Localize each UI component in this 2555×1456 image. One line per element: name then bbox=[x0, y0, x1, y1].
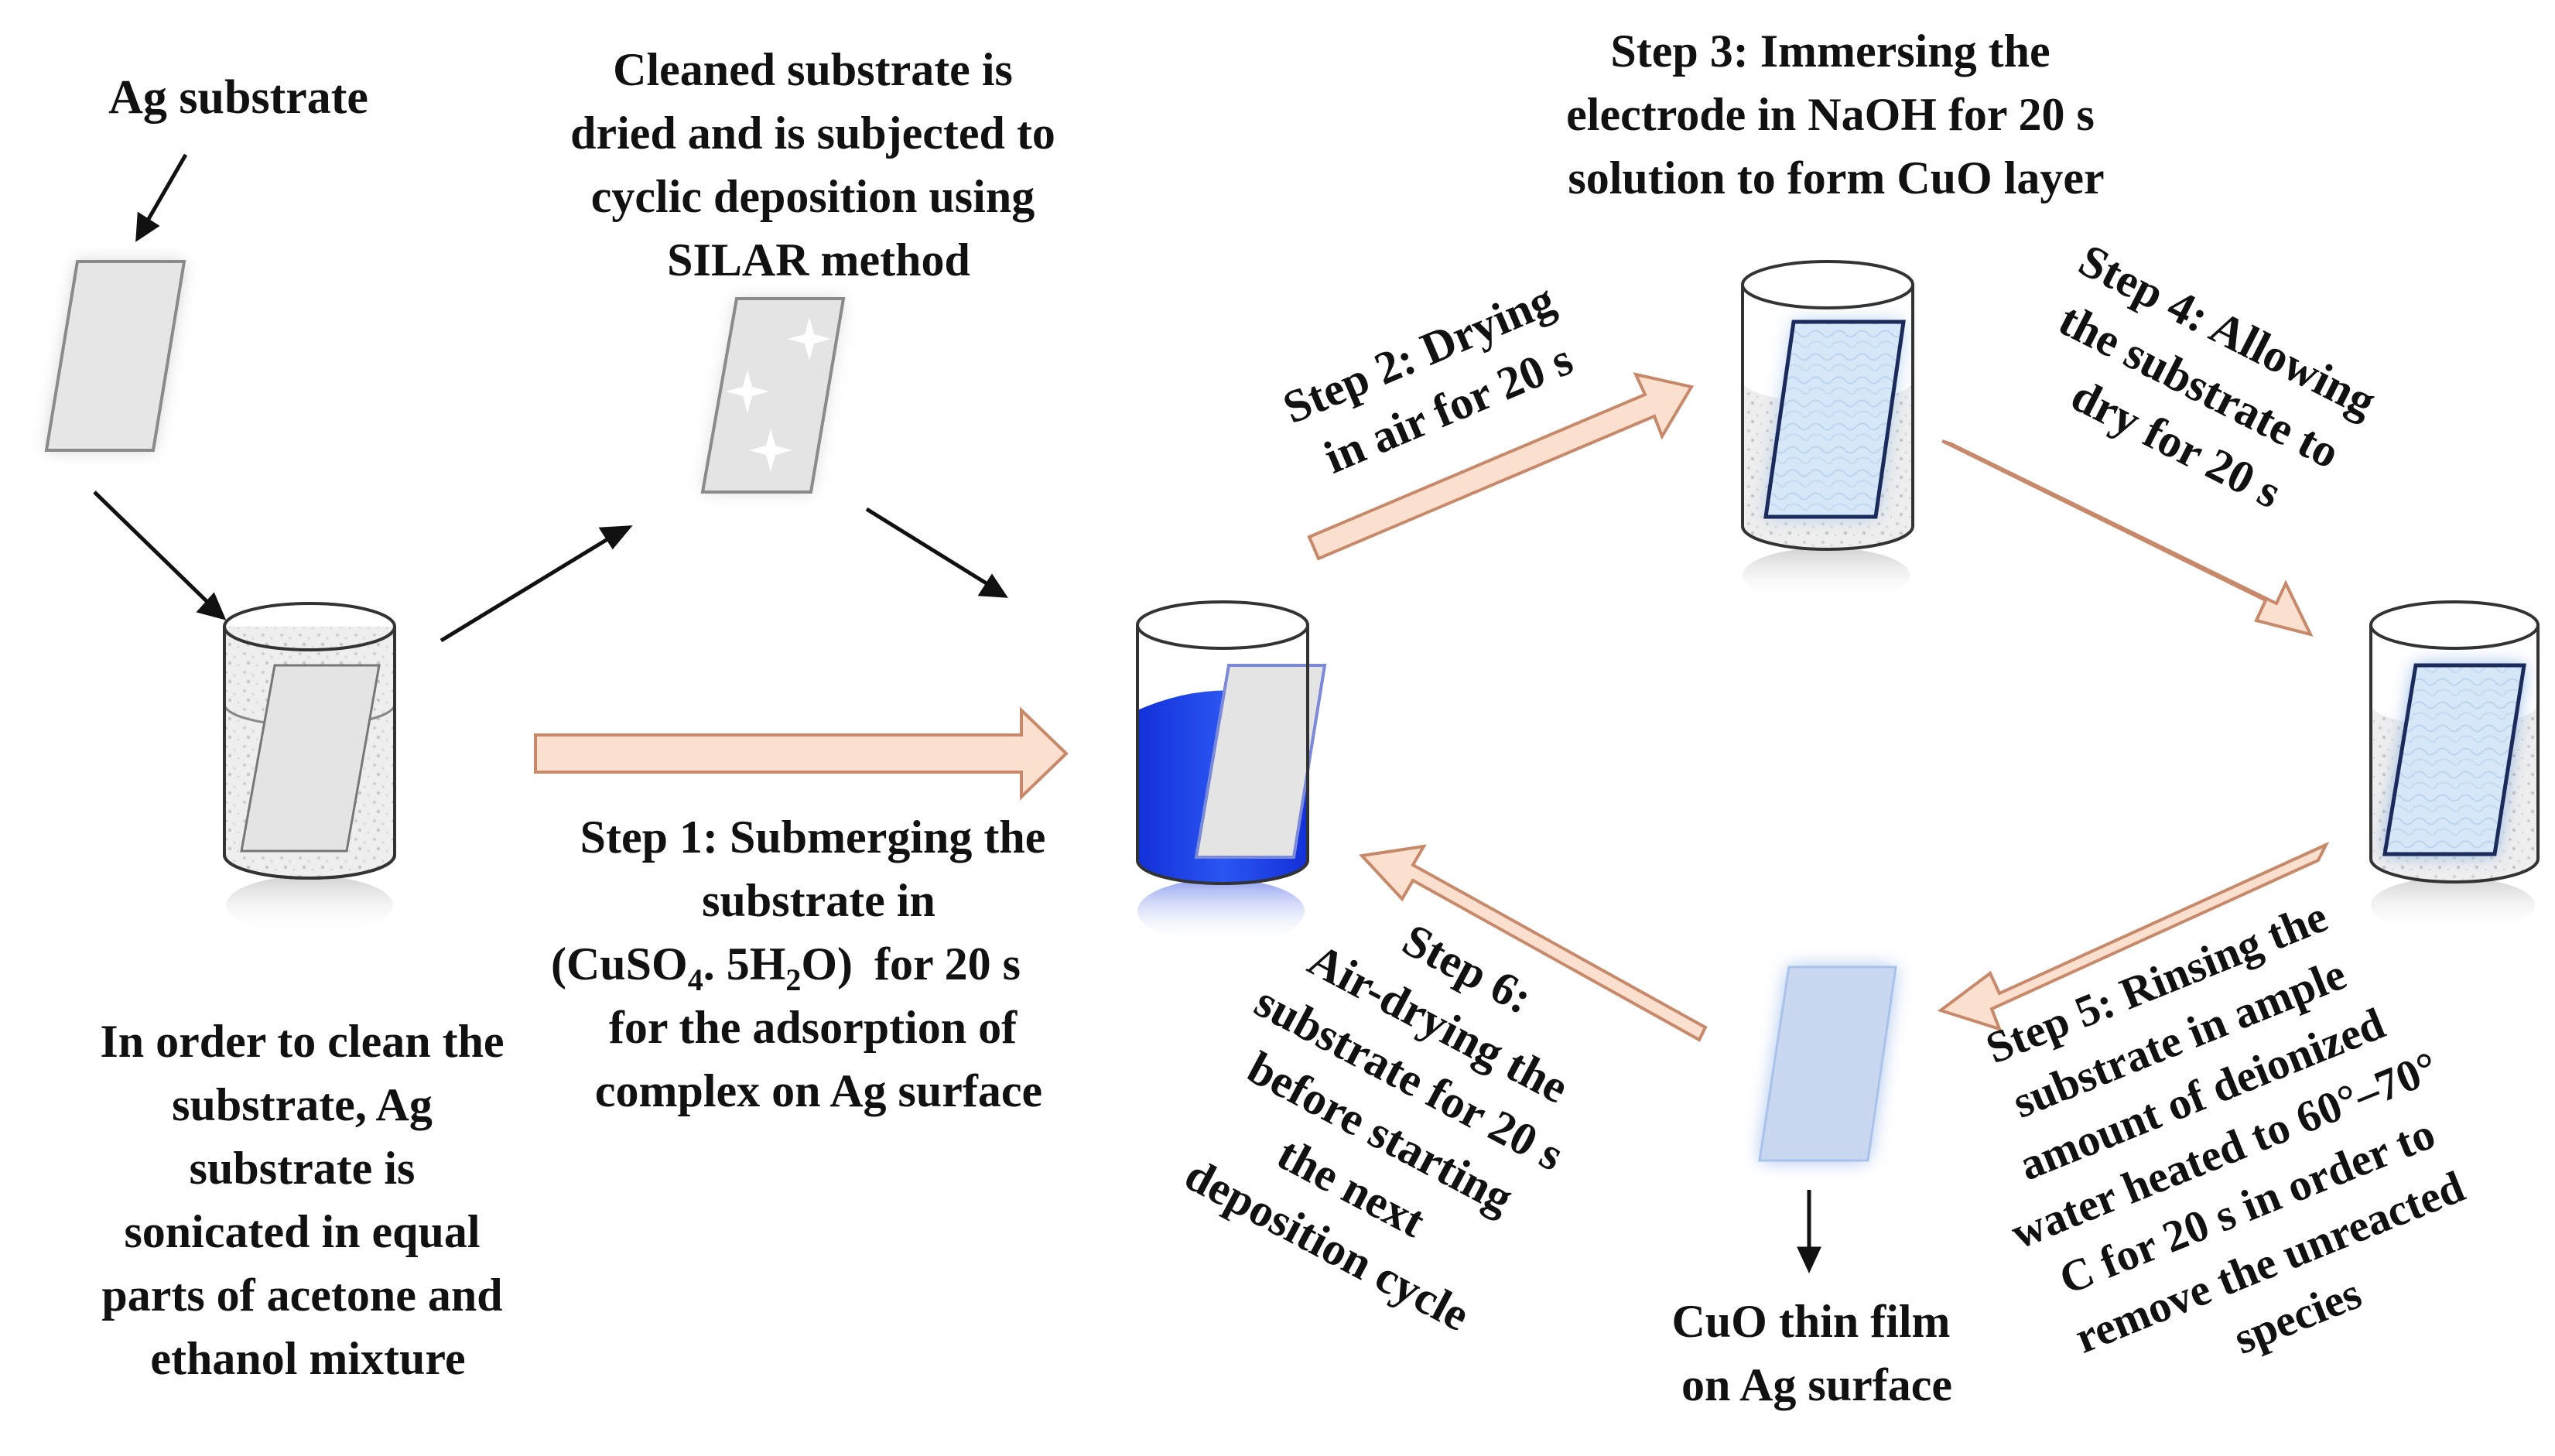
cuo-film-block: CuO thin film on Ag surface bbox=[1671, 966, 1962, 1410]
ag-substrate-label: Ag substrate bbox=[108, 71, 368, 124]
step1-line5: complex on Ag surface bbox=[595, 1065, 1042, 1116]
step5-text: Step 5: Rinsing the substrate in ample a… bbox=[1936, 870, 2523, 1427]
svg-text:for the adsorption of co: for the adsorption of complex on Ag surf… bbox=[595, 1002, 1042, 1116]
rinse-beaker-outline bbox=[2369, 625, 2540, 884]
step6-arrow bbox=[1358, 844, 1708, 1042]
step3-text: Step 3: Immersing the electrode in NaOH … bbox=[1566, 26, 2106, 203]
naoh-beaker bbox=[1741, 260, 1914, 603]
arrow-head bbox=[196, 592, 227, 620]
rinse-beaker-rim bbox=[2369, 600, 2540, 650]
cuo-film-plate bbox=[1758, 966, 1897, 1162]
sonication-beaker bbox=[223, 602, 396, 935]
step6-block-arrow bbox=[1358, 844, 1708, 1042]
ag-substrate-block: Ag substrate bbox=[44, 71, 368, 452]
step2-arrow bbox=[1307, 372, 1695, 561]
step1-block-arrow bbox=[534, 706, 1069, 801]
step5-arrow bbox=[1937, 841, 2330, 1032]
substrate-in-naoh bbox=[1763, 320, 1906, 519]
step4-block-arrow bbox=[1941, 439, 2314, 637]
arrow-head bbox=[598, 525, 633, 550]
step4-text: Step 4: Allowing the substrate to dry fo… bbox=[2015, 234, 2394, 543]
step2-block-arrow bbox=[1307, 372, 1695, 561]
sparkle-icon bbox=[726, 370, 769, 413]
cleaning-description: In order to clean the substrate, Ag subs… bbox=[100, 1016, 515, 1384]
substrate-in-cuso4 bbox=[1194, 664, 1327, 859]
cleaned-substrate-text: Cleaned substrate is dried and is subjec… bbox=[570, 44, 1067, 285]
sparkle-icon bbox=[788, 317, 831, 361]
cleaned-substrate-block: Cleaned substrate is dried and is subjec… bbox=[570, 44, 1067, 494]
cuo-film-label: CuO thin film on Ag surface bbox=[1671, 1296, 1962, 1410]
step1-line1: Step 1: Submerging the bbox=[580, 812, 1046, 863]
cuso4-beaker-outline bbox=[1136, 625, 1309, 885]
rinse-reflection bbox=[2371, 877, 2535, 933]
arrow-to-substrate bbox=[143, 153, 188, 226]
cuso4-reflection bbox=[1137, 879, 1305, 944]
substrate-in-rinse bbox=[2382, 663, 2526, 856]
arrow-to-beaker bbox=[93, 490, 210, 605]
flow-arrows bbox=[93, 153, 1821, 1273]
step1-arrow bbox=[534, 706, 1069, 801]
arrow-to-cleaned bbox=[440, 535, 613, 643]
step1-line2: substrate in bbox=[702, 875, 935, 926]
arrow-head bbox=[977, 573, 1008, 598]
rinse-beaker bbox=[2369, 600, 2540, 933]
arrow-head bbox=[135, 211, 160, 242]
ag-substrate-plate bbox=[44, 260, 186, 452]
beaker-outline bbox=[223, 627, 396, 880]
step4-arrow bbox=[1941, 439, 2314, 637]
step1-line4: for the adsorption of bbox=[609, 1002, 1018, 1053]
sparkle-icon bbox=[749, 429, 792, 472]
cuso4-beaker bbox=[1136, 600, 1327, 944]
step1-text: Step 1: Submerging the substrate in (CuS… bbox=[551, 812, 1058, 1116]
step1-formula: (CuSO4. 5H2O)for 20 s bbox=[551, 938, 1021, 997]
arrow-to-cuso4 bbox=[865, 507, 990, 587]
naoh-beaker-rim bbox=[1741, 260, 1914, 309]
naoh-reflection bbox=[1743, 548, 1910, 603]
substrate-in-beaker bbox=[240, 664, 381, 853]
step5-block-arrow bbox=[1937, 841, 2330, 1032]
arrow-head bbox=[1797, 1246, 1821, 1273]
cuso4-beaker-rim bbox=[1136, 600, 1309, 650]
beaker-reflection bbox=[226, 876, 393, 935]
svg-text:Step 1: Submerging the s: Step 1: Submerging the substrate in bbox=[580, 812, 1058, 926]
sparkle-icons bbox=[726, 317, 831, 472]
naoh-beaker-outline bbox=[1741, 285, 1914, 551]
